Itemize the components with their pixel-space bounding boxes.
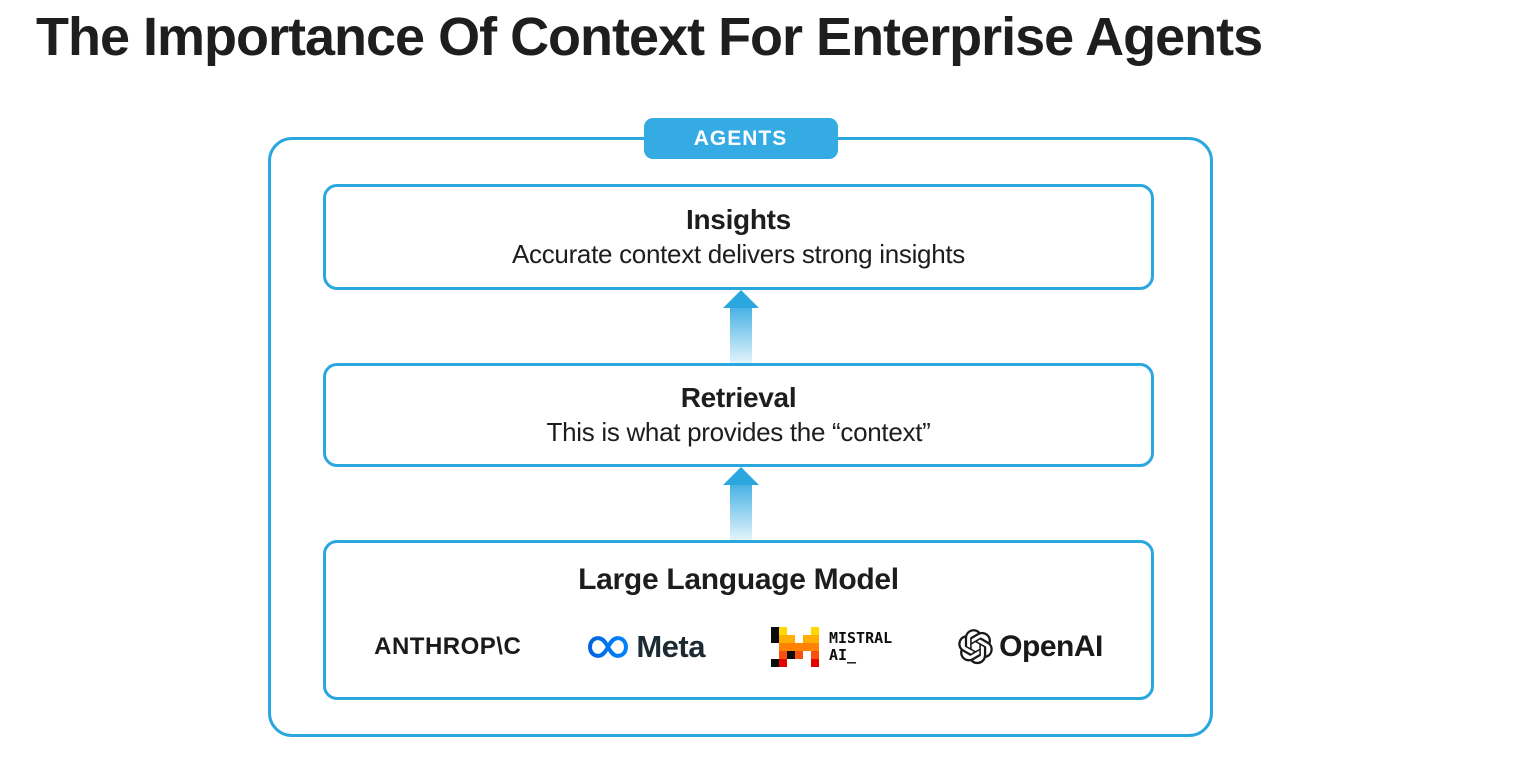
up-arrow-icon <box>722 467 759 541</box>
meta-wordmark: Meta <box>636 629 705 664</box>
insights-body: Accurate context delivers strong insight… <box>511 239 966 269</box>
mistral-wordmark-line2: AI_ <box>828 646 857 664</box>
mistral-pixel-m-icon <box>770 627 819 667</box>
insights-box: Insights Accurate context delivers stron… <box>323 184 1154 290</box>
agents-container: AGENTS Insights Accurate context deliver… <box>268 118 1213 737</box>
agents-badge: AGENTS <box>643 118 838 159</box>
anthropic-logo: ANTHROP\C <box>374 633 521 661</box>
insights-heading: Insights <box>686 204 791 235</box>
retrieval-heading: Retrieval <box>680 382 797 413</box>
llm-box: Large Language Model ANTHROP\C <box>323 540 1154 700</box>
up-arrow-icon <box>722 290 759 364</box>
retrieval-body: This is what provides the “context” <box>546 417 931 447</box>
mistral-wordmark-line1: MISTRAL <box>828 629 893 647</box>
meta-infinity-icon <box>588 636 629 658</box>
openai-wordmark: OpenAI <box>999 630 1103 663</box>
anthropic-wordmark: ANTHROP\C <box>374 633 522 660</box>
llm-logos-row: ANTHROP\C Meta <box>374 627 1103 667</box>
mistral-logo: MISTRAL AI_ <box>770 627 892 667</box>
openai-logo: OpenAI <box>958 629 1103 665</box>
llm-heading: Large Language Model <box>578 563 899 596</box>
retrieval-box: Retrieval This is what provides the “con… <box>323 363 1154 467</box>
mistral-wordmark: MISTRAL AI_ <box>829 630 892 664</box>
meta-logo: Meta <box>587 629 705 665</box>
openai-knot-icon <box>958 629 993 665</box>
agents-badge-label: AGENTS <box>693 126 788 150</box>
page-title: The Importance Of Context For Enterprise… <box>36 7 1263 67</box>
